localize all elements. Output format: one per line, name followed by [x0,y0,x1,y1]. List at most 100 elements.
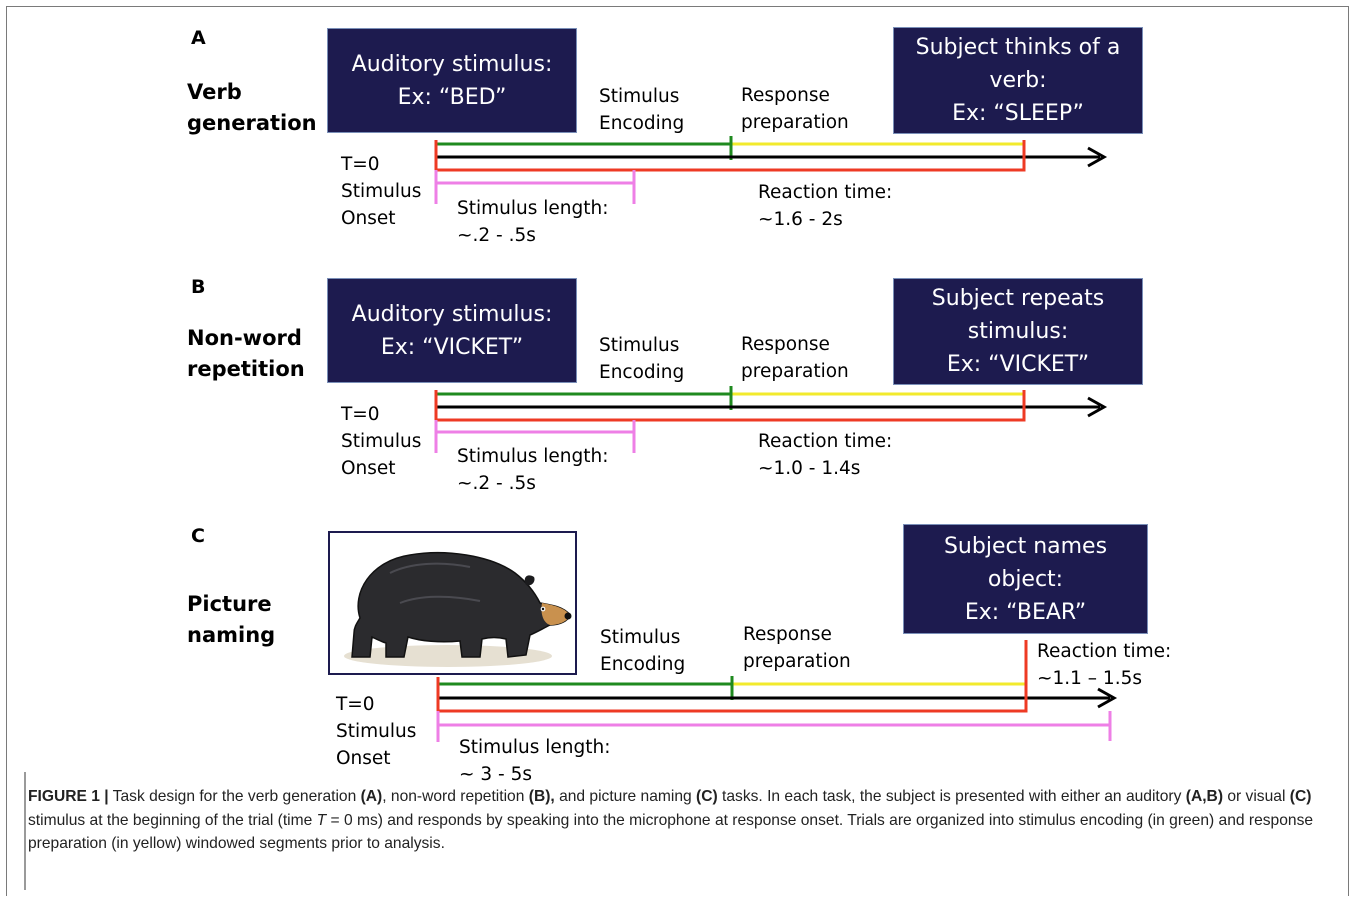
response-box-line: Subject thinks of a [915,35,1121,60]
panel-b-timeline [434,386,1108,453]
label-line: ~1.1 – 1.5s [1037,668,1142,689]
bear-icon [344,552,572,667]
reaction-bracket [434,390,1026,422]
axis-arrowhead [1087,146,1108,168]
panel-b-encoding-label: Stimulus Encoding [599,332,684,386]
response-box-line: Subject repeats [931,286,1105,311]
response-box-line: Ex: “SLEEP” [952,101,1084,126]
caption-text: = 0 ms) and responds by speaking into th… [28,811,1314,853]
panel-c-onset-label: T=0 Stimulus Onset [336,691,416,772]
panel-a-onset-label: T=0 Stimulus Onset [341,151,421,232]
response-box-line: Ex: “VICKET” [946,352,1090,377]
caption-label: FIGURE 1 | [28,788,109,805]
response-box-line: object: [987,566,1064,592]
panel-c-encoding-label: Stimulus Encoding [600,624,685,678]
task-name-line: repetition [187,357,305,381]
label-line: Onset [341,458,396,479]
label-line: ~.2 - .5s [457,473,536,494]
panel-b-onset-label: T=0 Stimulus Onset [341,401,421,482]
label-line: preparation [743,651,851,672]
panel-c-task-name: Picture naming [187,589,275,651]
panel-a-length-label: Stimulus length: ~.2 - .5s [457,195,608,249]
bear-picture [328,531,577,675]
label-line: Reaction time: [758,182,893,203]
caption-ref: (C) [696,788,718,805]
stimulus-box-line: Ex: “VICKET” [380,334,524,360]
caption-text: tasks. In each task, the subject is pres… [717,788,1186,805]
panel-b-stimulus-box: Auditory stimulus: Ex: “VICKET” [327,278,577,383]
panel-c-response-box: Subject names object: Ex: “BEAR” [903,524,1148,634]
label-line: Stimulus [341,431,422,452]
panel-c-letter: C [191,525,205,547]
caption-text: , non-word repetition [382,788,529,805]
label-line: Response [741,85,830,106]
label-line: ~ 3 - 5s [459,764,532,785]
panel-a-timeline [434,136,1108,204]
response-box-line: verb: [989,68,1047,93]
label-line: Encoding [599,113,685,134]
reaction-bracket [434,140,1026,172]
response-box-line: Subject names [943,533,1108,559]
caption-text: or visual [1223,788,1290,805]
figure-caption: FIGURE 1 | Task design for the verb gene… [28,785,1338,856]
caption-ref: (A) [360,788,383,805]
axis-arrowhead [1087,396,1108,418]
label-line: T=0 [341,404,380,425]
figure-frame [6,6,1349,896]
reaction-bracket [436,640,1028,713]
label-line: Onset [341,208,396,229]
label-line: Stimulus length: [459,737,611,758]
panel-b-task-name: Non-word repetition [187,323,305,385]
label-line: preparation [741,112,849,133]
label-line: T=0 [341,154,380,175]
task-name-line: Verb [187,80,242,104]
caption-ref: (B), [528,788,555,805]
caption-text: Task design for the verb generation [108,788,361,805]
caption-bar [24,772,26,890]
panel-c-preparation-label: Response preparation [743,621,851,675]
label-line: Stimulus [336,721,417,742]
task-name-line: Picture [187,592,272,616]
panel-b-preparation-label: Response preparation [741,331,849,385]
label-line: Response [741,334,830,355]
response-box-line: Ex: “BEAR” [964,599,1087,625]
axis-arrowhead [1097,687,1118,709]
label-line: Stimulus [599,335,680,356]
label-line: T=0 [336,694,375,715]
panel-c-timeline [436,640,1118,742]
label-line: Reaction time: [758,431,893,452]
panel-c-length-label: Stimulus length: ~ 3 - 5s [459,734,610,788]
label-line: Stimulus length: [457,198,609,219]
panel-b-letter: B [191,276,206,298]
label-line: Stimulus [341,181,422,202]
panel-a-reaction-label: Reaction time: ~1.6 - 2s [758,179,892,233]
label-line: preparation [741,361,849,382]
caption-italic: T [316,811,327,829]
label-line: Response [743,624,832,645]
caption-text: and picture naming [554,788,697,805]
label-line: ~.2 - .5s [457,225,536,246]
label-line: ~1.0 - 1.4s [758,458,861,479]
label-line: ~1.6 - 2s [758,209,843,230]
task-name-line: naming [187,623,276,647]
response-box-line: stimulus: [967,319,1069,344]
stimulus-box-line: Ex: “BED” [397,84,507,110]
panel-b-response-box: Subject repeats stimulus: Ex: “VICKET” [893,278,1143,385]
caption-text: stimulus at the beginning of the trial (… [28,811,317,829]
label-line: Encoding [600,654,686,675]
label-line: Onset [336,748,391,769]
stimulus-box-line: Auditory stimulus: [351,301,553,327]
label-line: Reaction time: [1037,641,1172,662]
label-line: Stimulus length: [457,446,609,467]
panel-b-length-label: Stimulus length: ~.2 - .5s [457,443,608,497]
label-line: Encoding [599,362,685,383]
panel-b-reaction-label: Reaction time: ~1.0 - 1.4s [758,428,892,482]
panel-a-preparation-label: Response preparation [741,82,849,136]
caption-ref: (C) [1289,788,1312,805]
panel-c-reaction-label: Reaction time: ~1.1 – 1.5s [1037,638,1171,692]
panel-a-stimulus-box: Auditory stimulus: Ex: “BED” [327,28,577,133]
panel-a-encoding-label: Stimulus Encoding [599,83,684,137]
panel-a-task-name: Verb generation [187,77,317,139]
panel-a-response-box: Subject thinks of a verb: Ex: “SLEEP” [893,27,1143,134]
